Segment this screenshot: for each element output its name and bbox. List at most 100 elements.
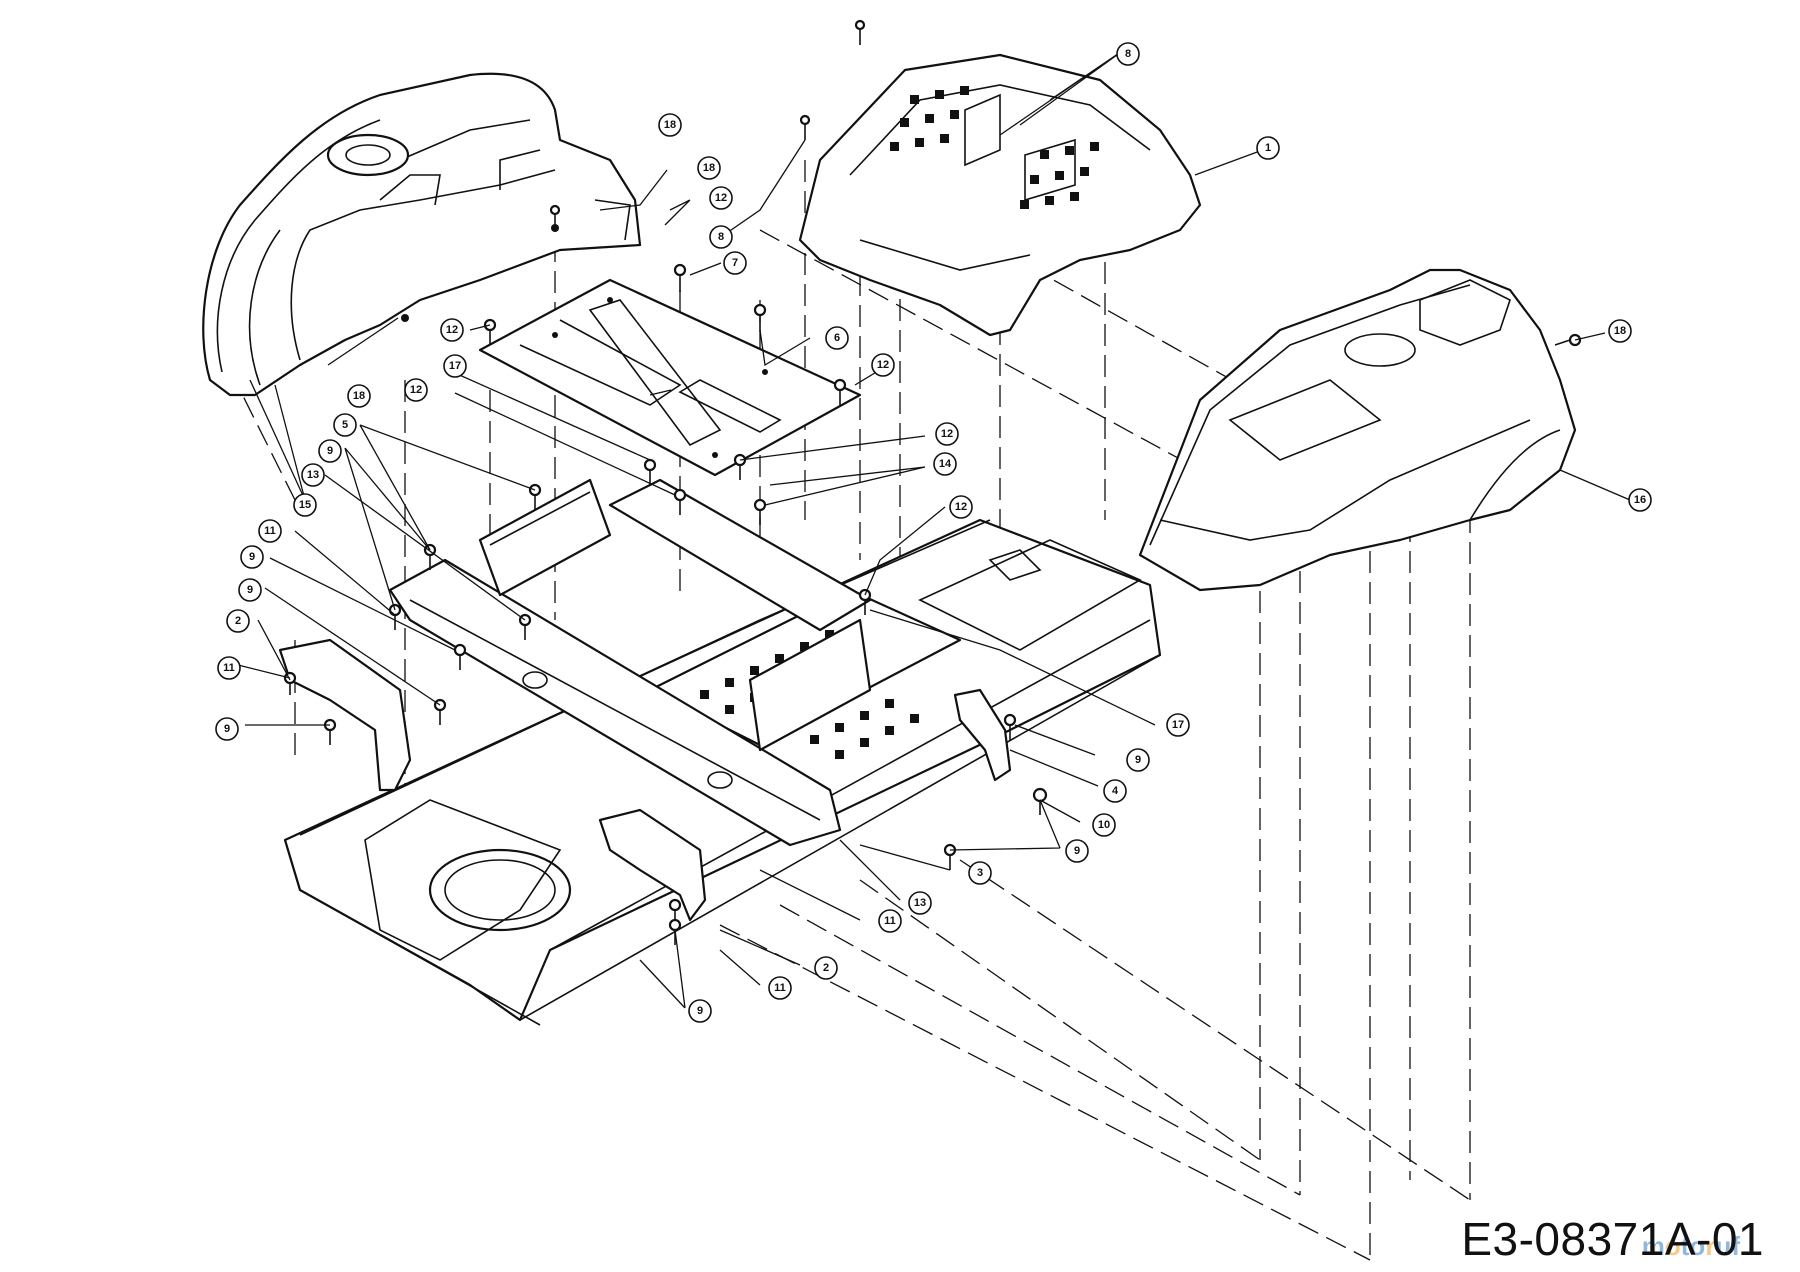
right-fender [1138,268,1577,592]
callout: 4 [1103,779,1127,803]
svg-text:11: 11 [264,525,276,537]
bolt-icon [673,263,687,292]
svg-text:11: 11 [884,915,896,927]
bolt-icon [483,318,497,345]
callout: 8 [1116,42,1140,66]
svg-text:11: 11 [774,982,786,994]
svg-text:2: 2 [235,615,241,627]
callout: 12 [709,186,733,210]
callout: 15 [293,493,317,517]
callout: 11 [217,656,241,680]
bolt-icon [453,643,467,670]
bolt-icon [323,718,337,745]
callout: 9 [1065,839,1089,863]
bolt-icon [753,498,767,525]
svg-text:9: 9 [327,445,333,457]
callout: 5 [333,413,357,437]
svg-text:2: 2 [823,962,829,974]
callout: 11 [258,519,282,543]
svg-text:12: 12 [955,501,967,513]
svg-text:10: 10 [1098,819,1110,831]
svg-text:13: 13 [914,897,926,909]
callout: 3 [968,861,992,885]
rear-fender-body [202,72,642,397]
svg-text:12: 12 [446,324,458,336]
svg-text:1: 1 [1265,142,1271,154]
bolt-icon [833,378,847,405]
svg-text:14: 14 [939,458,952,470]
svg-text:7: 7 [732,257,738,269]
callout: 9 [238,578,262,602]
callout: 2 [814,956,838,980]
bolt-icon [854,19,866,45]
bolt-icon [549,204,561,230]
svg-text:9: 9 [224,723,230,735]
callout: 12 [935,422,959,446]
callout: 9 [215,717,239,741]
bolt-icon [799,114,811,140]
svg-text:17: 17 [449,360,461,372]
seat-plate-holes [890,86,1099,209]
callout-bubbles: 1 2 2 3 4 5 6 7 8 8 9 9 9 9 9 9 9 10 11 … [215,42,1652,1023]
callout: 2 [226,609,250,633]
bolt-icon [943,843,957,870]
callout: 1 [1256,136,1280,160]
svg-text:8: 8 [718,231,724,243]
bolt-icon [283,671,297,695]
callout: 9 [1126,748,1150,772]
callout: 7 [723,251,747,275]
bolt-icon [733,453,747,480]
svg-text:18: 18 [1614,325,1626,337]
callout: 13 [908,891,932,915]
svg-text:18: 18 [664,119,676,131]
callout: 18 [347,384,371,408]
callout: 12 [404,378,428,402]
callout: 9 [318,439,342,463]
svg-text:5: 5 [342,419,348,431]
svg-text:12: 12 [941,428,953,440]
svg-text:9: 9 [249,551,255,563]
callout: 16 [1628,488,1652,512]
callout: 18 [1608,319,1632,343]
left-bracket [278,638,412,792]
callout: 8 [709,225,733,249]
svg-text:9: 9 [247,584,253,596]
svg-text:12: 12 [715,192,727,204]
callout: 6 [825,326,849,350]
svg-text:4: 4 [1112,785,1119,797]
svg-text:11: 11 [223,662,235,674]
svg-text:9: 9 [1135,754,1141,766]
cross-member [388,478,872,847]
callout: 18 [697,156,721,180]
svg-text:17: 17 [1172,719,1184,731]
svg-text:16: 16 [1634,494,1646,506]
callout: 18 [658,113,682,137]
bolt-icon [673,488,687,515]
leader-lines [237,46,1631,1009]
callout: 11 [878,909,902,933]
svg-text:3: 3 [977,867,983,879]
callout: 11 [768,976,792,1000]
watermark-logo: motoruf [1641,1231,1740,1261]
fasteners [283,19,1582,945]
svg-text:8: 8 [1125,48,1131,60]
callout: 12 [440,318,464,342]
callout: 13 [301,463,325,487]
callout: 9 [688,999,712,1023]
bolt-icon [433,698,447,725]
svg-text:6: 6 [834,332,840,344]
svg-text:12: 12 [877,359,889,371]
svg-text:18: 18 [353,390,365,402]
seat-support-plate [478,278,862,477]
svg-text:18: 18 [703,162,715,174]
bolt-icon [753,303,767,332]
svg-text:9: 9 [1074,845,1080,857]
svg-text:15: 15 [299,499,311,511]
drawing-number: E3-08371A-01 [1461,1213,1764,1265]
callout: 12 [871,353,895,377]
side-bracket [953,688,1012,782]
callout: 14 [933,452,957,476]
seat-plate [798,53,1202,337]
callout: 17 [1166,713,1190,737]
